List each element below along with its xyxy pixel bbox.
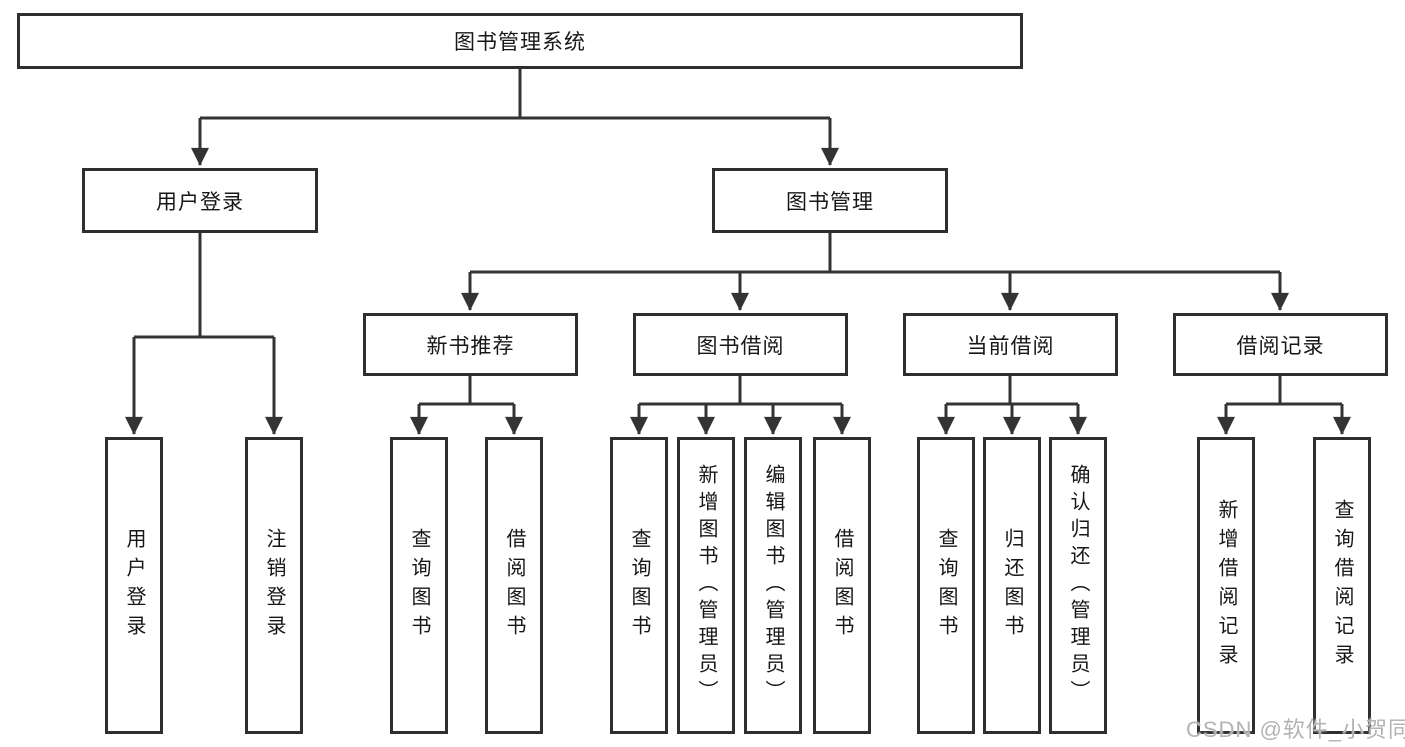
leaf-cur-return-books: 归还图书 [983,437,1041,734]
leaf-cur-return-books-label: 归还图书 [1001,527,1023,644]
node-user-login: 用户登录 [82,168,318,233]
leaf-logout-label: 注销登录 [263,527,285,644]
node-borrow-record: 借阅记录 [1173,313,1388,376]
leaf-cur-confirm-return-label: 确认归还（管理员） [1067,464,1089,707]
leaf-bor-query-books: 查询图书 [610,437,668,734]
node-book-mgmt: 图书管理 [712,168,948,233]
csdn-watermark: CSDN @软件_小贺同学 [1186,717,1405,742]
leaf-rec-query-books-label: 查询图书 [408,527,430,644]
node-current-borrow-label: 当前借阅 [966,334,1055,358]
leaf-bor-edit-books-label: 编辑图书（管理员） [762,464,784,707]
leaf-hist-query-record-label: 查询借阅记录 [1331,498,1353,673]
leaf-logout: 注销登录 [245,437,303,734]
node-borrow-record-label: 借阅记录 [1236,334,1325,358]
leaf-user-login-label: 用户登录 [123,527,145,644]
node-book-borrow-label: 图书借阅 [696,334,785,358]
leaf-user-login: 用户登录 [105,437,163,734]
leaf-bor-query-books-label: 查询图书 [628,527,650,644]
node-current-borrow: 当前借阅 [903,313,1118,376]
node-root-label: 图书管理系统 [454,31,586,54]
leaf-hist-query-record: 查询借阅记录 [1313,437,1371,734]
node-new-book-rec: 新书推荐 [363,313,578,376]
leaf-bor-add-books-label: 新增图书（管理员） [695,464,717,707]
leaf-hist-add-record-label: 新增借阅记录 [1215,498,1237,673]
leaf-bor-borrow-books: 借阅图书 [813,437,871,734]
leaf-cur-confirm-return: 确认归还（管理员） [1049,437,1107,734]
node-new-book-rec-label: 新书推荐 [426,334,515,358]
leaf-cur-query-books-label: 查询图书 [935,527,957,644]
node-book-borrow: 图书借阅 [633,313,848,376]
node-user-login-label: 用户登录 [156,190,244,214]
leaf-hist-add-record: 新增借阅记录 [1197,437,1255,734]
leaf-bor-borrow-books-label: 借阅图书 [831,527,853,644]
leaf-rec-borrow-books: 借阅图书 [485,437,543,734]
node-book-mgmt-label: 图书管理 [786,190,874,214]
leaf-rec-borrow-books-label: 借阅图书 [503,527,525,644]
leaf-rec-query-books: 查询图书 [390,437,448,734]
leaf-bor-add-books: 新增图书（管理员） [677,437,735,734]
node-root: 图书管理系统 [17,13,1023,69]
leaf-bor-edit-books: 编辑图书（管理员） [744,437,802,734]
leaf-cur-query-books: 查询图书 [917,437,975,734]
